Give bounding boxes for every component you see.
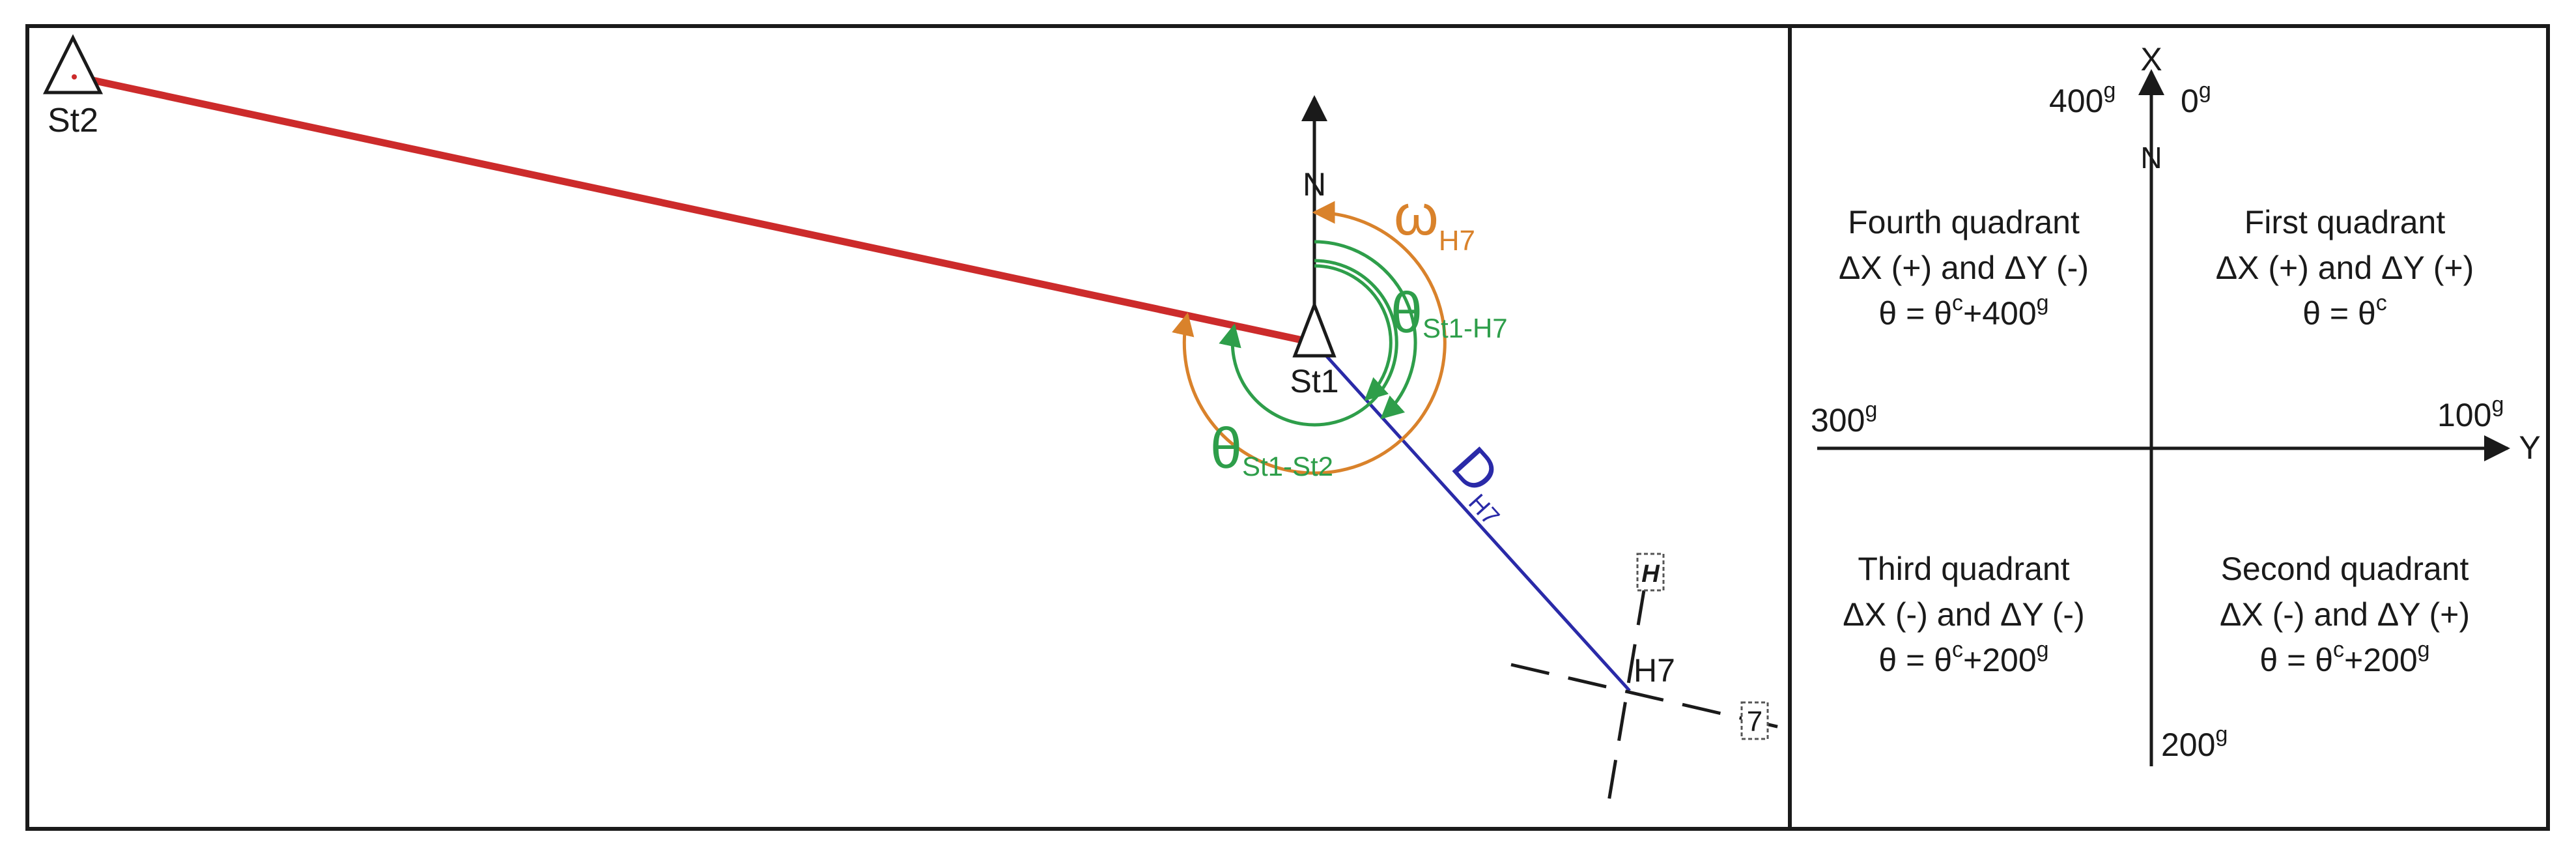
station-st1-triangle xyxy=(1292,300,1337,358)
first-quadrant-formula: θ = θc xyxy=(2302,291,2387,332)
omega-arc xyxy=(1172,201,1447,475)
second-quadrant-formula: θ = θc+200g xyxy=(2259,637,2429,678)
first-quadrant-title: First quadrant xyxy=(2244,204,2446,240)
theta-st1-h7-label: θSt1-H7 xyxy=(1391,280,1508,345)
grad-200-label: 200g xyxy=(2161,722,2228,763)
north-label: N xyxy=(1303,166,1326,203)
station-st2-triangle xyxy=(42,34,104,94)
station-st2-label: St2 xyxy=(48,102,98,139)
third-quadrant-signs: ΔX (-) and ΔY (-) xyxy=(1843,596,2084,633)
station-st1-label: St1 xyxy=(1290,363,1338,399)
fourth-quadrant-title: Fourth quadrant xyxy=(1848,204,2080,240)
x-axis-label: X xyxy=(2140,41,2162,78)
st1-st2-line xyxy=(76,73,1316,347)
station-st2-point xyxy=(72,74,77,79)
first-quadrant-signs: ΔX (+) and ΔY (+) xyxy=(2216,250,2474,286)
theta-st1-st2-label: θSt1-St2 xyxy=(1210,416,1333,482)
theta-st1-h7-arc-inner xyxy=(1314,264,1393,401)
marker-h-label: H xyxy=(1641,560,1660,588)
third-quadrant-title: Third quadrant xyxy=(1858,551,2069,587)
theta-st1-h7-arc-outer xyxy=(1314,240,1417,420)
second-quadrant-title: Second quadrant xyxy=(2221,551,2469,587)
third-quadrant-formula: θ = θc+200g xyxy=(1878,637,2048,678)
theta-st1-st2-arc xyxy=(1219,259,1398,427)
grad-0-label: 0g xyxy=(2181,78,2211,119)
marker-7-box xyxy=(1740,701,1769,740)
grad-400-label: 400g xyxy=(2049,78,2116,119)
second-quadrant-signs: ΔX (-) and ΔY (+) xyxy=(2220,596,2470,633)
marker-7-label: 7 xyxy=(1747,706,1762,738)
distance-label: DH7 xyxy=(1437,436,1531,531)
y-axis-label: Y xyxy=(2519,429,2540,466)
north-axis-label: N xyxy=(2140,141,2162,175)
grad-300-label: 300g xyxy=(1811,397,1877,439)
right-panel: X Y N 400g 0g 100g 300g 200g Fourth quad… xyxy=(1811,41,2541,766)
outer-frame xyxy=(25,24,2550,831)
omega-label: ωH7 xyxy=(1394,182,1475,257)
h7-crosshair-short xyxy=(1607,586,1647,802)
marker-h-box xyxy=(1636,553,1665,592)
fourth-quadrant-signs: ΔX (+) and ΔY (-) xyxy=(1839,250,2089,286)
fourth-quadrant-formula: θ = θc+400g xyxy=(1878,291,2048,332)
grad-100-label: 100g xyxy=(2437,392,2504,433)
h7-point-label: H7 xyxy=(1634,652,1675,689)
left-panel: St2 N ωH7 θSt1-H7 θSt1-St2 St1 DH7 H7 H … xyxy=(42,34,1792,802)
